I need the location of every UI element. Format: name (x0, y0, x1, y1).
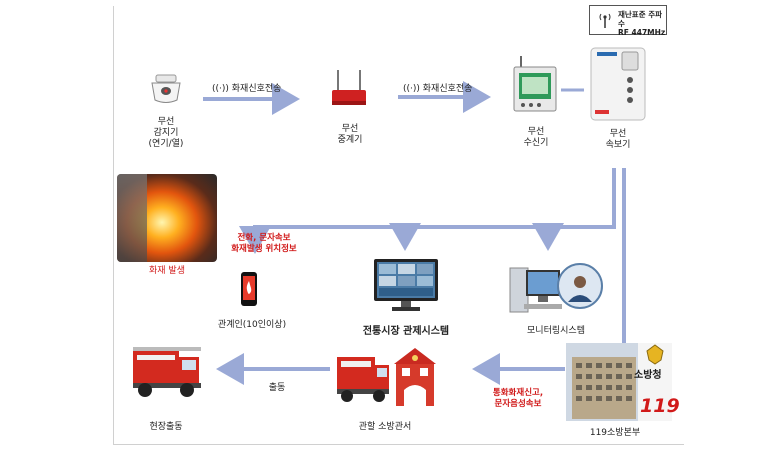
monitoring-label: 모니터링시스템 (527, 326, 585, 336)
alert-label: 전화, 문자속보 화재발생 위치정보 (231, 233, 297, 254)
alarm-label: 무선 속보기 (605, 129, 631, 150)
hq-report-label: 통화화재신고, 문자음성속보 (492, 388, 544, 409)
signal-label-1-text: 화재신호전송 (231, 84, 282, 94)
receiver-label: 무선 수신기 (523, 127, 549, 148)
fire-station-building-icon (394, 348, 436, 406)
frequency-badge: 재난표준 주파수 RF 447MHz (589, 5, 667, 37)
repeater-icon (332, 70, 366, 105)
signal-label-2: ((·)) 화재신호전송 (403, 73, 493, 95)
hq-label: 119소방본부 (589, 428, 641, 438)
diagram-frame (113, 6, 684, 445)
antenna-icon (599, 13, 611, 28)
station-label: 관할 소방관서 (358, 422, 412, 432)
fire-label: 화재 발생 (149, 266, 185, 276)
dispatch-label: 출동 (268, 383, 286, 393)
hq-logo: 119 (640, 395, 680, 417)
receiver-icon (513, 56, 557, 112)
signal-label-2-text: 화재신호전송 (422, 84, 473, 94)
line-alarm-down (239, 168, 616, 254)
phone-label: 관계인(10인이상) (217, 320, 287, 330)
scene-fire-truck-icon (133, 347, 201, 397)
control-monitor-icon (374, 259, 438, 311)
wave-icon: ((·)) (212, 84, 229, 94)
smartphone-icon (241, 272, 257, 306)
fire-photo (117, 174, 217, 262)
hq-building-icon (566, 343, 672, 421)
detector-label: 무선 감지기 (연기/열) (148, 117, 184, 149)
smoke-detector-icon (151, 74, 181, 103)
signal-label-1: ((·)) 화재신호전송 (212, 73, 302, 95)
wave-icon: ((·)) (403, 84, 420, 94)
repeater-label: 무선 중계기 (337, 124, 363, 145)
frequency-badge-text: 재난표준 주파수 RF 447MHz (618, 10, 666, 37)
station-fire-truck-icon (337, 357, 389, 402)
scene-label: 현장출동 (149, 422, 183, 432)
hq-sign: 소방청 (634, 370, 662, 381)
monitoring-system-icon (509, 263, 603, 313)
control-title: 전통시장 관제시스템 (362, 326, 450, 337)
alarm-device-icon (590, 47, 646, 121)
